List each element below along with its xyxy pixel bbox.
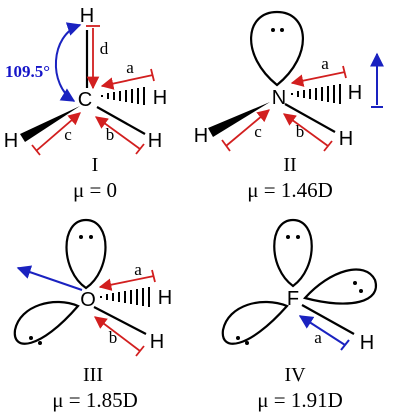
bond-label-b: b [109,328,118,347]
molecule-iii: O H H a b III μ = 1.85D [13,218,172,412]
hydrogen-atom: H [80,5,94,27]
net-dipole-arrow [16,265,83,291]
lone-pair-dot [236,336,240,340]
bond-label-d: d [100,39,109,58]
hydrogen-atom: H [348,82,362,104]
lone-pair-dot [245,341,249,345]
wedge-bond-c [20,106,80,142]
central-atom: O [80,289,96,311]
lone-pair-dot [286,235,290,239]
bond-b [93,306,147,335]
vector-c [225,109,270,147]
hydrogen-atom: H [150,331,164,353]
dipole-moment: μ = 1.91D [257,388,343,412]
dipole-moment: μ = 1.85D [52,388,138,412]
vector-a [100,74,154,90]
lone-pair-dot [79,235,83,239]
molecule-i: 109.5° C H H H H d a c b I μ = 0 [4,5,167,202]
hydrogen-atom: H [194,125,208,147]
hydrogen-atom: H [148,130,162,152]
vector-b-tick [135,345,145,357]
lone-pair-dot [296,235,300,239]
bond-label-a: a [134,260,142,279]
hydrogen-atom: H [360,332,374,354]
lone-pair-dot [280,28,284,32]
vector-b [282,113,329,147]
bond-label-a: a [314,328,322,347]
bond-b [284,103,336,133]
angle-arc [54,22,82,102]
hydrogen-atom: H [153,87,167,109]
bond-label-c: c [254,122,262,141]
dipole-moment: μ = 0 [73,178,117,202]
bond-a [301,304,355,335]
lone-pair-lobe [302,268,378,305]
hashed-bond-a [101,87,145,105]
vector-a-tick [150,68,155,82]
lone-pair-lobe [250,10,304,87]
vector-c [35,112,81,152]
molecule-numeral: II [283,154,296,176]
vector-c-tick [221,139,231,152]
vector-c-tick [31,144,41,156]
bond-b [96,106,146,135]
lone-pair-lobe [221,300,289,345]
central-atom: C [78,89,92,111]
vector-b [94,116,141,150]
molecule-iv: F H a IV μ = 1.91D [221,218,378,412]
bond-label-a: a [126,58,134,77]
central-atom: F [287,288,299,310]
vector-a-tick [151,269,156,283]
lone-pair-lobe [273,218,313,288]
vector-b-tick [323,140,333,152]
vector-a [290,71,346,87]
dipole-vector-tick [340,339,350,351]
dipole-moment: μ = 1.46D [247,178,333,202]
lone-pair-dot [271,28,275,32]
lone-pair-lobe [65,218,107,290]
molecule-numeral: IV [284,364,306,386]
vector-b-tick [135,143,145,155]
central-atom: N [272,87,286,109]
angle-label: 109.5° [5,62,50,81]
lone-pair-dot [29,336,33,340]
vector-b [93,316,141,352]
molecule-numeral: I [92,154,99,176]
lone-pair-dot [38,341,42,345]
lone-pair-dot [89,235,93,239]
lone-pair-lobe [13,300,80,345]
bond-label-b: b [296,122,305,141]
bond-label-a: a [321,54,329,73]
molecule-numeral: III [83,364,103,386]
bond-label-c: c [64,125,72,144]
molecule-ii: N H H H a c b II μ = 1.46D [194,10,384,202]
lone-pair-dot [359,289,363,293]
bond-label-b: b [106,125,115,144]
vector-a-tick [342,65,347,79]
wedge-bond-c [208,102,270,137]
lone-pair-dot [353,281,357,285]
hydrogen-atom: H [4,130,18,152]
hashed-bond-a [100,287,150,307]
dipole-vector-a [298,315,346,346]
vector-a [98,275,155,291]
hashed-bond-a [291,84,341,104]
hydrogen-atom: H [339,128,353,150]
hydrogen-atom: H [158,287,172,309]
